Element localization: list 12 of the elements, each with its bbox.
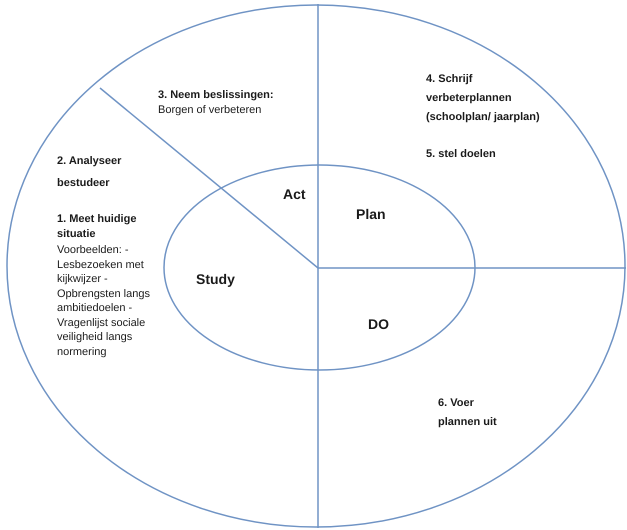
step-text: 2. Analyseer bestudeer [57, 154, 122, 191]
phase-label: Plan [356, 205, 387, 223]
step-text: Voorbeelden: - Lesbezoeken met kijkwijzer - Opbrengsten langs ambitiedoelen -Vragenlijst sociale veiligheid langs normering [57, 243, 151, 359]
step-text: Borgen of verbeteren [158, 103, 262, 118]
step-text: 4. Schrijf verbeterplannen (schoolplan/ jaarplan) [426, 72, 541, 125]
phase-label: Act [283, 185, 307, 203]
step-text: 1. Meet huidige situatie [57, 212, 138, 242]
step-text: 3. Neem beslissingen: [158, 88, 275, 103]
step-text: 6. Voer plannen uit [438, 396, 498, 430]
phase-label: DO [368, 315, 390, 333]
phase-label: Study [196, 270, 236, 288]
step-text: 5. stel doelen [426, 147, 497, 162]
